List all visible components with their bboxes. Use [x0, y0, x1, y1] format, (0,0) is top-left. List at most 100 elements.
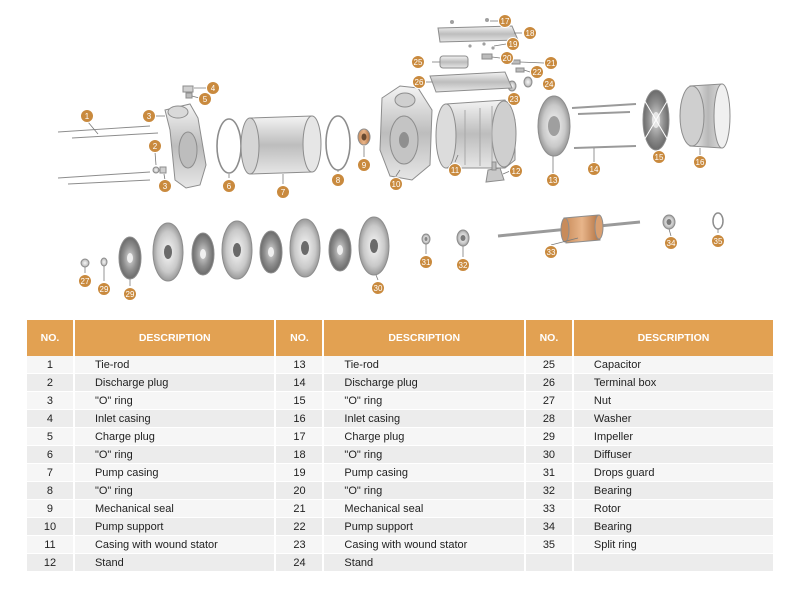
callout-circle: [389, 177, 403, 191]
part-number-cell: 18: [274, 445, 324, 464]
callout-circle: [523, 26, 537, 40]
part-number-cell: 8: [27, 481, 74, 500]
part-description-cell: Nut: [571, 391, 773, 410]
part-description-cell: Drops guard: [571, 463, 773, 482]
callout-circle: [357, 158, 371, 172]
part-description-cell: Capacitor: [571, 356, 773, 374]
part-number-cell: 28: [523, 409, 573, 428]
callout-marker: 9: [357, 158, 371, 172]
callout-circle: [148, 139, 162, 153]
terminal-cover-18: [437, 25, 519, 43]
callout-marker: 5: [198, 92, 212, 106]
part-number-cell: 30: [523, 445, 573, 464]
part-description-cell: "O" ring: [72, 391, 276, 410]
callout-circle: [97, 282, 111, 296]
part-description-cell: Casing with wound stator: [72, 535, 276, 554]
callout-marker: 22: [530, 65, 544, 79]
callout-label: 7: [281, 188, 286, 197]
callout-circle: [693, 155, 707, 169]
part-number-cell: 21: [274, 499, 324, 518]
part-number-cell: 9: [27, 499, 74, 518]
part-number-cell: 33: [523, 499, 573, 518]
part-description-cell: "O" ring: [72, 481, 276, 500]
callout-marker: 21: [544, 56, 558, 70]
part-number-cell: 24: [274, 553, 324, 572]
header-no-2: NO.: [274, 320, 324, 356]
part-number-cell: 27: [523, 391, 573, 410]
part-number-cell: 5: [27, 427, 74, 446]
callout-circle: [506, 37, 520, 51]
callout-circle: [664, 236, 678, 250]
impeller-stack: [118, 216, 390, 282]
callout-label: 34: [667, 239, 676, 248]
callout-label: 29: [126, 290, 135, 299]
callout-label: 27: [81, 277, 90, 286]
callout-marker: 29: [123, 287, 137, 301]
capacitor-25: [439, 55, 469, 69]
callout-marker: 3: [142, 109, 156, 123]
callout-label: 17: [501, 17, 510, 26]
part-description-cell: "O" ring: [322, 481, 525, 500]
callout-marker: 6: [222, 179, 236, 193]
callout-circle: [711, 234, 725, 248]
callout-marker: 24: [542, 77, 556, 91]
part-description-cell: Pump support: [72, 517, 276, 536]
callout-label: 11: [451, 166, 460, 175]
callout-label: 29: [100, 285, 109, 294]
part-description-cell: Inlet casing: [322, 409, 525, 428]
rotor-33: [497, 214, 641, 244]
callout-marker: 14: [587, 162, 601, 176]
o-ring-6: [216, 118, 242, 174]
callout-circle: [546, 173, 560, 187]
callout-label: 32: [459, 261, 468, 270]
fan-15: [642, 89, 670, 151]
part-description-cell: Split ring: [571, 535, 773, 554]
part-description-cell: Bearing: [571, 481, 773, 500]
callout-marker: 7: [276, 185, 290, 199]
part-number-cell: 15: [274, 391, 324, 410]
callout-marker: 32: [456, 258, 470, 272]
callout-marker: 15: [652, 150, 666, 164]
part-number-cell: 26: [523, 373, 573, 392]
callout-label: 15: [655, 153, 664, 162]
part-description-cell: Stand: [322, 553, 525, 572]
part-description-cell: Charge plug: [72, 427, 276, 446]
callout-circle: [419, 255, 433, 269]
header-description-2: DESCRIPTION: [322, 320, 525, 356]
callout-label: 4: [211, 84, 216, 93]
part-number-cell: 16: [274, 409, 324, 428]
part-number-cell: 34: [523, 517, 573, 536]
part-description-cell: Terminal box: [571, 373, 773, 392]
part-number-cell: 11: [27, 535, 74, 554]
parts-table: NO. DESCRIPTION NO. DESCRIPTION NO. DESC…: [27, 320, 773, 572]
callout-label: 2: [153, 142, 158, 151]
o-ring-8: [325, 115, 351, 171]
callout-circle: [142, 109, 156, 123]
part-number-cell: [523, 553, 573, 572]
callout-marker: 12: [509, 164, 523, 178]
callout-label: 25: [414, 58, 423, 67]
callout-marker: 20: [500, 51, 514, 65]
pump-casing-7: [240, 115, 322, 175]
pump-support-10: [379, 85, 433, 181]
callout-label: 31: [422, 258, 431, 267]
callout-circle: [652, 150, 666, 164]
part-number-cell: 4: [27, 409, 74, 428]
tie-rod-1: [57, 125, 159, 185]
callout-label: 35: [714, 237, 723, 246]
callout-circle: [412, 75, 426, 89]
part-number-cell: 10: [27, 517, 74, 536]
charge-plug-5: [182, 85, 194, 99]
callout-label: 1: [85, 112, 90, 121]
header-no-3: NO.: [523, 320, 573, 356]
part-number-cell: 6: [27, 445, 74, 464]
callout-circle: [587, 162, 601, 176]
callout-marker: 13: [546, 173, 560, 187]
callout-marker: 33: [544, 245, 558, 259]
callout-marker: 26: [412, 75, 426, 89]
terminal-box-26: [429, 71, 513, 93]
